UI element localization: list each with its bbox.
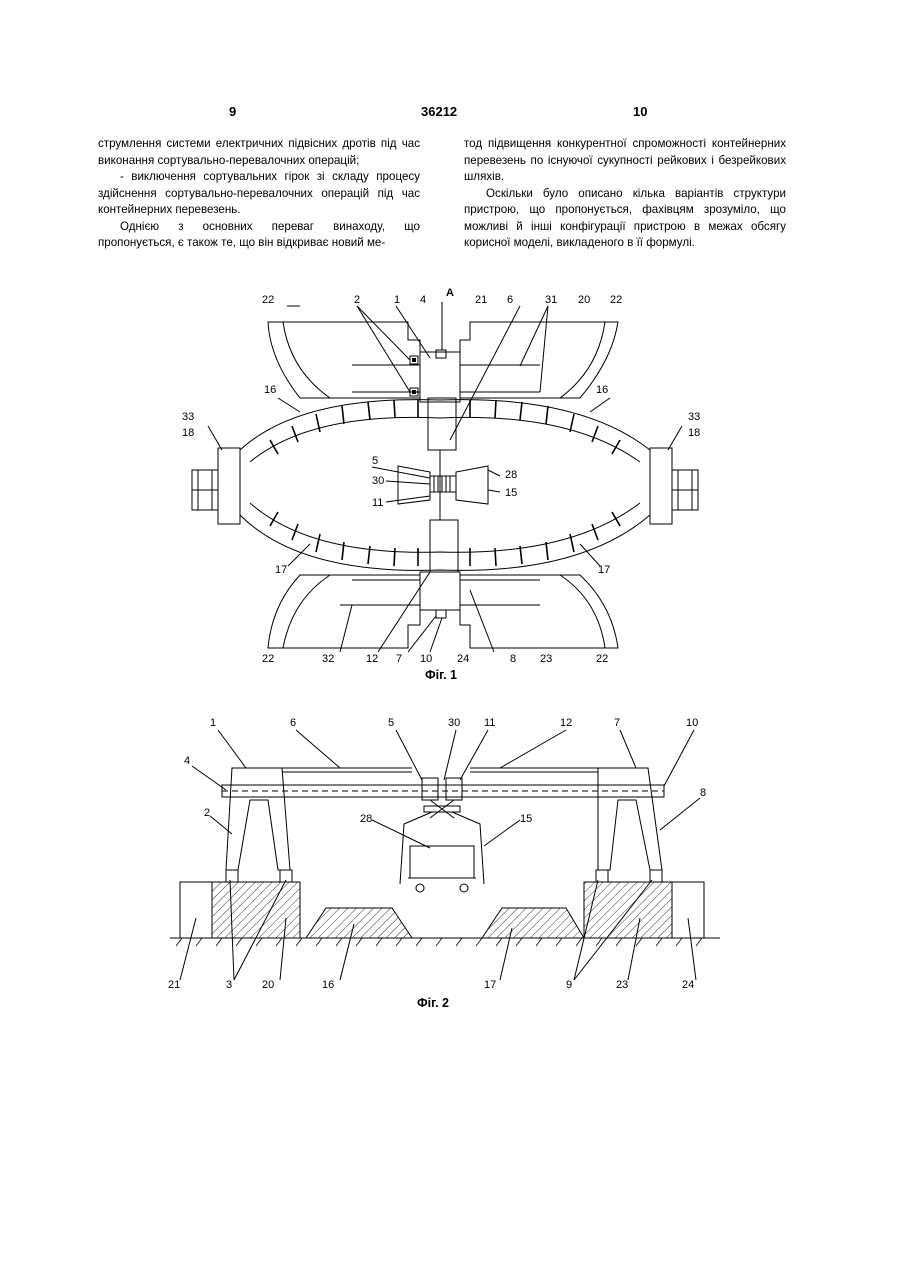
fig1-label: 12 [366, 653, 378, 665]
fig1-label: 17 [275, 564, 287, 576]
fig1-label: 31 [545, 294, 557, 306]
fig1-label: 10 [420, 653, 432, 665]
fig1-label: 6 [507, 294, 513, 306]
fig1-label: 33 [688, 411, 700, 423]
fig1-label: 20 [578, 294, 590, 306]
fig1-label: 18 [688, 427, 700, 439]
fig1-label: 28 [505, 469, 517, 481]
fig1-label: 11 [372, 497, 383, 509]
fig1-label: 33 [182, 411, 194, 423]
fig1-label: 15 [505, 487, 517, 499]
fig1-label: 16 [596, 384, 608, 396]
fig1-label: 24 [457, 653, 469, 665]
fig1-label: 7 [396, 653, 402, 665]
fig1-label: 22 [262, 653, 274, 665]
fig1-label: 1 [394, 294, 400, 306]
fig1-label: 2 [354, 294, 360, 306]
fig1-label: 22 [262, 294, 274, 306]
fig1-label: 32 [322, 653, 334, 665]
fig1-label: 23 [540, 653, 552, 665]
fig1-label: 18 [182, 427, 194, 439]
fig1-label: 22 [610, 294, 622, 306]
fig1-label: 21 [475, 294, 487, 306]
figure-1-caption: Фіг. 1 [425, 668, 457, 682]
figure-2-caption: Фіг. 2 [417, 996, 449, 1010]
fig1-section-mark: А [446, 287, 454, 299]
fig1-label: 8 [510, 653, 516, 665]
fig1-label: 16 [264, 384, 276, 396]
fig1-label: 30 [372, 475, 384, 487]
fig1-label: 5 [372, 455, 378, 467]
fig1-label: 22 [596, 653, 608, 665]
fig1-label: 4 [420, 294, 426, 306]
fig1-label: 17 [598, 564, 610, 576]
